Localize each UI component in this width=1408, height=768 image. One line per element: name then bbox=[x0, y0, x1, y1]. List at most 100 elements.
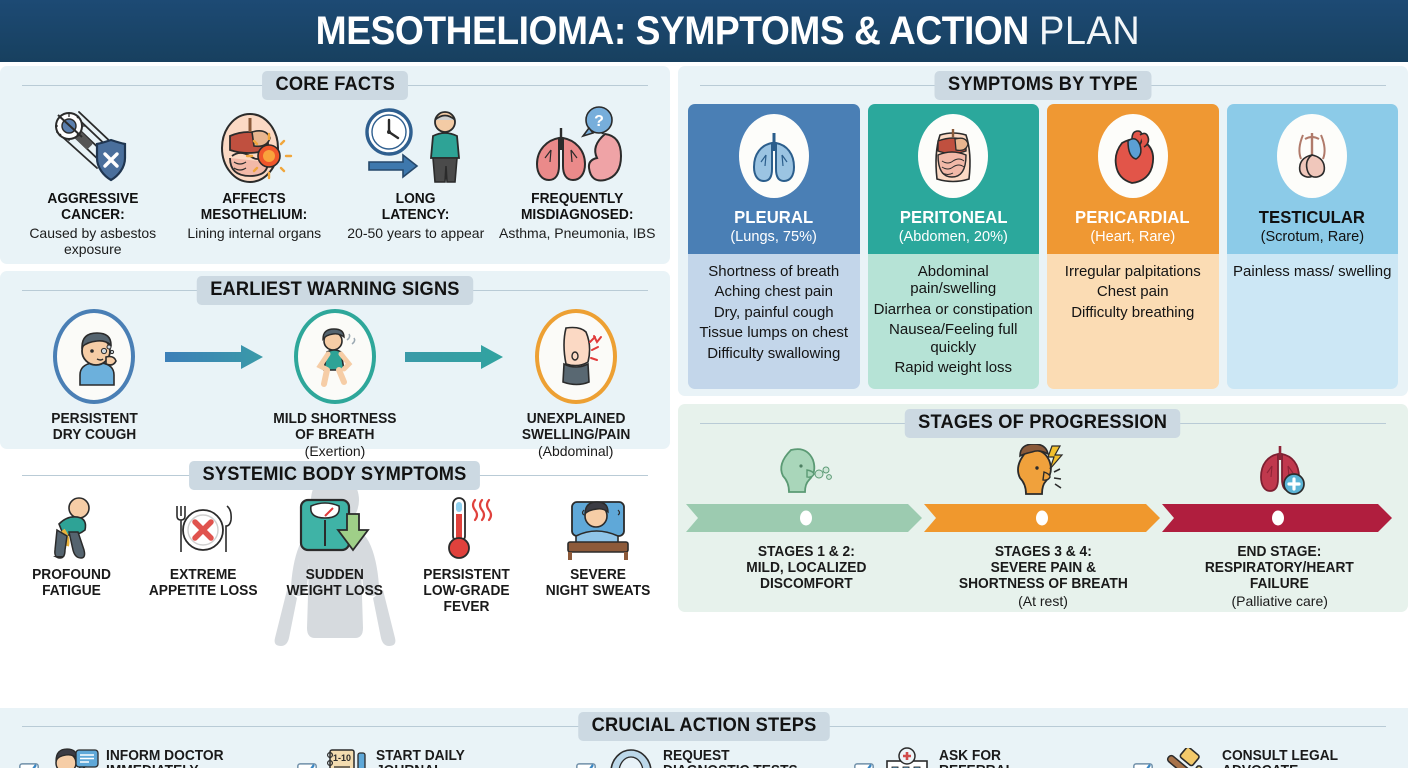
stage-label-item: END STAGE: RESPIRATORY/HEART FAILURE (Pa… bbox=[1205, 544, 1355, 609]
svg-text:?: ? bbox=[594, 113, 604, 130]
stages-badge: STAGES OF PROGRESSION bbox=[905, 408, 1181, 438]
checkbox-checked-icon[interactable] bbox=[18, 762, 40, 768]
action-step-text: INFORM DOCTOR IMMEDIATELY (Asbestos hist… bbox=[106, 747, 224, 768]
card-head: TESTICULAR (Scrotum, Rare) bbox=[1226, 104, 1398, 254]
symptoms-by-type-header: SYMPTOMS BY TYPE bbox=[678, 70, 1408, 100]
weight-scale-down-arrow-icon bbox=[295, 490, 375, 562]
core-fact-heading: FREQUENTLY MISDIAGNOSED: bbox=[520, 191, 634, 223]
warning-sign-sub: (Exertion) bbox=[304, 442, 366, 459]
symptom-item: Shortness of breath bbox=[708, 263, 840, 280]
infographic-body: CORE FACTS bbox=[0, 62, 1408, 768]
card-symptom-list: Abdominal pain/swelling Diarrhea or cons… bbox=[867, 254, 1039, 390]
symptom-type-card-peritoneal[interactable]: PERITONEAL (Abdomen, 20%) Abdominal pain… bbox=[867, 104, 1039, 390]
symptom-item: Painless mass/ swelling bbox=[1233, 263, 1392, 280]
checkbox-checked-icon[interactable] bbox=[296, 762, 318, 768]
symptoms-by-type-panel: SYMPTOMS BY TYPE PLE bbox=[678, 66, 1408, 396]
symptom-item: Nausea/Feeling full quickly bbox=[889, 321, 1018, 356]
lungs-stomach-question-icon: ? bbox=[521, 104, 633, 186]
checkbox-checked-icon[interactable] bbox=[575, 762, 597, 768]
core-facts-list: AGGRESSIVE CANCER: Caused by asbestos ex… bbox=[0, 98, 670, 258]
coughing-man-icon bbox=[53, 309, 136, 404]
checkbox-checked-icon[interactable] bbox=[1132, 762, 1154, 768]
symptom-type-cards: PLEURAL (Lungs, 75%) Shortness of breath… bbox=[678, 98, 1408, 390]
symptom-item: Irregular palpitations bbox=[1064, 263, 1201, 280]
action-steps-header: CRUCIAL ACTION STEPS bbox=[0, 711, 1408, 741]
stooped-tired-man-icon bbox=[47, 490, 97, 562]
core-facts-panel: CORE FACTS bbox=[0, 66, 670, 264]
action-step-item[interactable]: ASK FOR REFERRAL (Specialized cancer cen… bbox=[843, 747, 1121, 768]
core-fact-sub: Asthma, Pneumonia, IBS bbox=[499, 225, 656, 242]
left-column: CORE FACTS bbox=[0, 66, 670, 646]
systemic-symptom-item: PERSISTENT LOW-GRADE FEVER bbox=[401, 490, 533, 616]
breathless-runner-icon bbox=[294, 309, 376, 404]
symptom-item: Difficulty breathing bbox=[1071, 303, 1195, 321]
symptoms-by-type-badge: SYMPTOMS BY TYPE bbox=[934, 70, 1152, 100]
svg-text:1-10: 1-10 bbox=[333, 753, 351, 763]
pale-coughing-head-icon bbox=[688, 440, 925, 498]
page-title: MESOTHELIOMA: SYMPTOMS & ACTION PLAN bbox=[262, 9, 1145, 54]
thermometer-heat-icon bbox=[439, 490, 495, 562]
action-step-item[interactable]: REQUEST DIAGNOSTIC TESTS (CT, PET, Biops… bbox=[565, 747, 843, 768]
systemic-symptom-item: EXTREME APPETITE LOSS bbox=[138, 490, 270, 616]
core-fact-heading: AFFECTS MESOTHELIUM: bbox=[201, 191, 308, 223]
plate-fork-knife-x-icon bbox=[170, 490, 236, 562]
lungs-icon bbox=[738, 114, 809, 198]
systemic-symptoms-list: PROFOUND FATIGUE bbox=[0, 488, 670, 616]
heart-icon bbox=[1097, 114, 1168, 198]
core-fact-item: AGGRESSIVE CANCER: Caused by asbestos ex… bbox=[12, 104, 174, 258]
abdomen-intestines-icon bbox=[918, 114, 989, 198]
systemic-symptom-item: SEVERE NIGHT SWEATS bbox=[532, 490, 664, 616]
page-title-bold: MESOTHELIOMA: SYMPTOMS & ACTION bbox=[316, 8, 1030, 53]
systemic-symptom-label: SEVERE NIGHT SWEATS bbox=[545, 567, 651, 599]
card-subtitle: (Scrotum, Rare) bbox=[1260, 228, 1364, 245]
systemic-symptoms-header: SYSTEMIC BODY SYMPTOMS bbox=[0, 460, 670, 490]
action-step-item[interactable]: INFORM DOCTOR IMMEDIATELY (Asbestos hist… bbox=[8, 747, 286, 768]
testicles-icon bbox=[1277, 114, 1348, 198]
warning-signs-badge: EARLIEST WARNING SIGNS bbox=[196, 275, 474, 305]
symptom-item: Difficulty swallowing bbox=[707, 344, 841, 362]
symptom-type-card-pericardial[interactable]: PERICARDIAL (Heart, Rare) Irregular palp… bbox=[1047, 104, 1219, 390]
systemic-symptom-label: SUDDEN WEIGHT LOSS bbox=[286, 567, 384, 599]
action-steps-badge: CRUCIAL ACTION STEPS bbox=[578, 711, 830, 741]
card-subtitle: (Heart, Rare) bbox=[1090, 228, 1176, 245]
warning-sign-item: PERSISTENT DRY COUGH bbox=[24, 309, 165, 444]
card-head: PERICARDIAL (Heart, Rare) bbox=[1047, 104, 1219, 254]
arrow-teal-icon bbox=[405, 309, 505, 404]
swollen-abdomen-icon bbox=[534, 309, 617, 404]
card-title: PLEURAL bbox=[734, 207, 814, 227]
core-fact-heading: LONG LATENCY: bbox=[381, 191, 450, 223]
systemic-symptom-item: PROFOUND FATIGUE bbox=[6, 490, 138, 616]
stage-label-item: STAGES 3 & 4: SEVERE PAIN & SHORTNESS OF… bbox=[958, 544, 1128, 609]
checkbox-checked-icon[interactable] bbox=[853, 762, 875, 768]
core-fact-sub: Caused by asbestos exposure bbox=[29, 225, 157, 258]
card-symptom-list: Painless mass/ swelling bbox=[1226, 254, 1398, 390]
symptom-type-card-pleural[interactable]: PLEURAL (Lungs, 75%) Shortness of breath… bbox=[688, 104, 860, 390]
core-fact-sub: 20-50 years to appear bbox=[347, 225, 485, 242]
person-in-bed-sweating-icon bbox=[560, 490, 636, 562]
systemic-symptom-item: SUDDEN WEIGHT LOSS bbox=[269, 490, 401, 616]
symptom-item: Rapid weight loss bbox=[894, 358, 1013, 376]
core-fact-item: AFFECTS MESOTHELIUM: Lining internal org… bbox=[174, 104, 336, 258]
warning-sign-sub: (Abdominal) bbox=[537, 442, 614, 459]
symptom-type-card-testicular[interactable]: TESTICULAR (Scrotum, Rare) Painless mass… bbox=[1226, 104, 1398, 390]
card-title: PERICARDIAL bbox=[1075, 207, 1191, 227]
abdomen-organs-pain-icon bbox=[210, 104, 298, 186]
doctor-speech-bubble-icon bbox=[55, 748, 99, 768]
systemic-symptoms-badge: SYSTEMIC BODY SYMPTOMS bbox=[189, 460, 481, 490]
stages-panel: STAGES OF PROGRESSION bbox=[678, 404, 1408, 612]
symptom-item: Diarrhea or constipation bbox=[873, 300, 1033, 318]
symptom-item: Chest pain bbox=[1096, 283, 1169, 301]
action-step-item[interactable]: $ CONSULT LEGAL ADVOCATE (Secure compens… bbox=[1122, 747, 1400, 768]
warning-sign-label: UNEXPLAINED SWELLING/PAIN bbox=[521, 411, 630, 443]
action-step-text: REQUEST DIAGNOSTIC TESTS (CT, PET, Biops… bbox=[662, 747, 798, 768]
action-step-item[interactable]: 1-10 START DAILY JOURNAL (Track symptoms… bbox=[286, 747, 564, 768]
card-symptom-list: Irregular palpitations Chest pain Diffic… bbox=[1047, 254, 1219, 390]
core-facts-badge: CORE FACTS bbox=[261, 70, 409, 100]
symptom-item: Tissue lumps on chest bbox=[699, 324, 849, 342]
systemic-symptom-label: EXTREME APPETITE LOSS bbox=[149, 567, 258, 599]
page-header: MESOTHELIOMA: SYMPTOMS & ACTION PLAN bbox=[0, 0, 1408, 62]
right-column: SYMPTOMS BY TYPE PLE bbox=[678, 66, 1408, 612]
asbestos-fibers-shield-icon bbox=[47, 104, 139, 186]
core-fact-item: LONG LATENCY: 20-50 years to appear bbox=[335, 104, 497, 258]
card-head: PLEURAL (Lungs, 75%) bbox=[688, 104, 860, 254]
